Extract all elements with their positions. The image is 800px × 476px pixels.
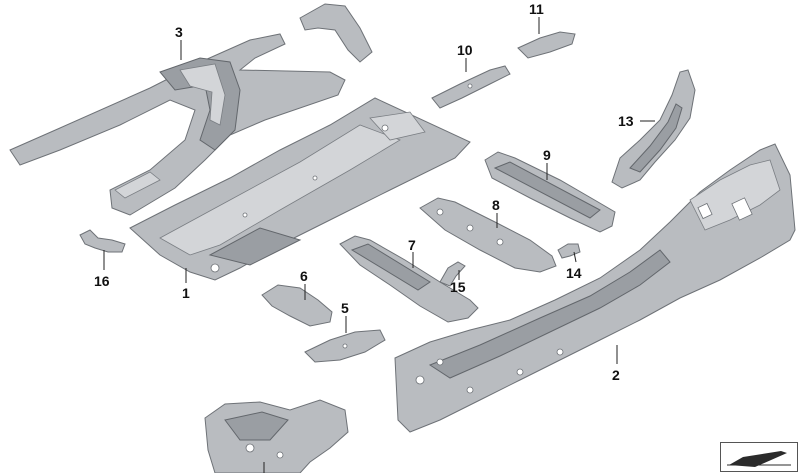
callout-13: 13 <box>618 113 634 129</box>
car-side-icon <box>727 451 791 467</box>
callout-15: 15 <box>450 279 466 295</box>
part-7-cross-member[interactable] <box>339 235 479 323</box>
callout-14: 14 <box>566 265 582 281</box>
callout-3: 3 <box>175 24 183 40</box>
part-upper-bracket[interactable] <box>299 3 373 63</box>
callout-9: 9 <box>543 147 551 163</box>
navigation-thumbnail[interactable] <box>720 442 798 472</box>
part-11-bracket[interactable] <box>517 31 576 59</box>
callout-1: 1 <box>182 285 190 301</box>
callout-6: 6 <box>300 268 308 284</box>
callout-2: 2 <box>612 367 620 383</box>
part-1-floor-panel[interactable] <box>129 97 471 281</box>
leader-lines <box>103 17 655 473</box>
part-16-bracket[interactable] <box>79 229 126 253</box>
callout-16: 16 <box>94 273 110 289</box>
callout-7: 7 <box>408 237 416 253</box>
part-6-bracket[interactable] <box>261 284 333 327</box>
part-4-bracket-assembly[interactable] <box>204 399 349 473</box>
callout-10: 10 <box>457 42 473 58</box>
part-15-clip[interactable] <box>439 261 466 287</box>
callout-labels: 3 11 10 13 9 8 7 6 15 14 16 1 5 2 <box>94 1 634 383</box>
part-10-bracket[interactable] <box>431 65 511 109</box>
part-3-center-tunnel[interactable] <box>9 33 346 216</box>
part-2-side-sill[interactable] <box>394 143 796 433</box>
callout-8: 8 <box>492 197 500 213</box>
part-5-plate[interactable] <box>304 329 386 363</box>
part-14-clip[interactable] <box>557 243 581 259</box>
callout-5: 5 <box>341 300 349 316</box>
callout-11: 11 <box>529 1 544 17</box>
part-9-cross-member[interactable] <box>484 151 616 233</box>
part-13-pillar-reinforcement[interactable] <box>611 69 696 189</box>
part-8-cross-member[interactable] <box>419 197 557 273</box>
